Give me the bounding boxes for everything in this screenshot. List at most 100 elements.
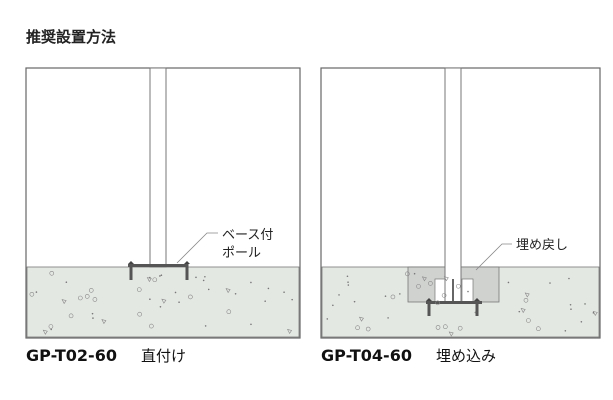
aggregate-speck bbox=[91, 312, 94, 315]
aggregate-speck bbox=[146, 277, 152, 283]
aggregate-speck bbox=[283, 291, 285, 293]
aggregate-speck bbox=[456, 283, 461, 289]
aggregate-speck bbox=[568, 277, 570, 280]
aggregate-speck bbox=[84, 294, 90, 299]
aggregate-speck bbox=[405, 271, 410, 277]
aggregate-speck bbox=[592, 312, 595, 314]
aggregate-speck bbox=[384, 295, 387, 297]
aggregate-speck bbox=[152, 277, 158, 283]
aggregate-speck bbox=[250, 281, 252, 284]
aggregate-speck bbox=[326, 318, 329, 320]
aggregate-speck bbox=[264, 300, 266, 302]
aggregate-speck bbox=[564, 329, 567, 332]
concrete-aggregate bbox=[29, 271, 598, 337]
model-number: GP-T04-60 bbox=[321, 346, 412, 365]
aggregate-speck bbox=[35, 291, 38, 293]
aggregate-speck bbox=[536, 326, 541, 332]
aggregate-speck bbox=[338, 294, 340, 296]
aggregate-speck bbox=[178, 301, 180, 304]
aggregate-speck bbox=[569, 303, 572, 306]
anchor-bolt bbox=[184, 261, 190, 280]
base-plate bbox=[128, 264, 188, 267]
aggregate-speck bbox=[149, 323, 154, 329]
aggregate-speck bbox=[355, 325, 360, 331]
aggregate-speck bbox=[92, 317, 94, 319]
aggregate-speck bbox=[347, 284, 350, 286]
aggregate-speck bbox=[136, 287, 142, 292]
aggregate-speck bbox=[234, 293, 237, 295]
anchor-bolt bbox=[426, 298, 432, 316]
aggregate-speck bbox=[457, 325, 463, 331]
ground bbox=[26, 266, 300, 338]
aggregate-speck bbox=[88, 288, 94, 293]
aggregate-speck bbox=[347, 281, 349, 283]
callout-leader bbox=[176, 232, 218, 264]
model-number: GP-T02-60 bbox=[26, 346, 117, 365]
aggregate-speck bbox=[226, 309, 232, 314]
aggregate-speck bbox=[202, 279, 205, 282]
diagram-embedded: 埋め戻し bbox=[320, 67, 601, 339]
aggregate-speck bbox=[287, 329, 293, 335]
aggregate-speck bbox=[570, 308, 572, 310]
caption-embedded: GP-T04-60 埋め込み bbox=[321, 345, 496, 366]
aggregate-speck bbox=[101, 319, 107, 325]
aggregate-speck bbox=[29, 292, 35, 297]
base-rib bbox=[434, 278, 447, 303]
aggregate-speck bbox=[161, 298, 167, 304]
aggregate-speck bbox=[250, 323, 252, 326]
aggregate-speck bbox=[204, 275, 206, 278]
aggregate-speck bbox=[159, 305, 162, 308]
aggregate-speck bbox=[48, 324, 54, 329]
aggregate-speck bbox=[584, 303, 586, 305]
aggregate-speck bbox=[207, 288, 210, 291]
aggregate-speck bbox=[421, 276, 427, 282]
page-title: 推奨設置方法 bbox=[26, 28, 117, 46]
aggregate-speck bbox=[332, 304, 334, 307]
aggregate-speck bbox=[526, 318, 531, 323]
aggregate-speck bbox=[390, 294, 396, 300]
aggregate-speck bbox=[399, 293, 401, 295]
aggregate-speck bbox=[291, 298, 293, 301]
aggregate-speck bbox=[225, 288, 231, 294]
aggregate-speck bbox=[358, 316, 364, 322]
aggregate-speck bbox=[441, 293, 447, 298]
aggregate-speck bbox=[78, 295, 83, 301]
aggregate-speck bbox=[507, 281, 510, 284]
aggregate-speck bbox=[518, 310, 521, 313]
aggregate-speck bbox=[467, 290, 469, 293]
aggregate-speck bbox=[443, 324, 448, 330]
aggregate-speck bbox=[149, 298, 151, 301]
aggregate-speck bbox=[365, 326, 371, 332]
anchor-bolt bbox=[128, 261, 134, 280]
aggregate-speck bbox=[50, 328, 52, 331]
aggregate-speck bbox=[49, 271, 55, 276]
install-method: 埋め込み bbox=[435, 347, 496, 365]
aggregate-speck bbox=[61, 299, 67, 305]
aggregate-speck bbox=[520, 308, 526, 314]
diagram-direct-mount: ベース付 ポール bbox=[25, 67, 301, 339]
callout-label: ポール bbox=[222, 246, 261, 261]
pole bbox=[444, 67, 462, 303]
aggregate-speck bbox=[195, 276, 197, 279]
aggregate-speck bbox=[435, 325, 441, 330]
aggregate-speck bbox=[42, 329, 48, 335]
aggregate-speck bbox=[353, 300, 356, 303]
base-rib bbox=[461, 278, 474, 303]
aggregate-speck bbox=[416, 284, 421, 289]
aggregate-speck bbox=[188, 294, 193, 300]
aggregate-speck bbox=[346, 275, 349, 278]
aggregate-speck bbox=[137, 311, 142, 317]
aggregate-speck bbox=[413, 272, 416, 275]
base-plate bbox=[426, 301, 482, 304]
aggregate-speck bbox=[65, 281, 68, 284]
aggregate-speck bbox=[524, 292, 530, 298]
aggregate-speck bbox=[174, 291, 177, 294]
aggregate-speck bbox=[523, 297, 529, 303]
callout-leader bbox=[475, 243, 512, 271]
aggregate-speck bbox=[592, 310, 598, 316]
aggregate-speck bbox=[68, 313, 74, 319]
aggregate-speck bbox=[474, 311, 477, 314]
aggregate-speck bbox=[448, 331, 454, 337]
aggregate-speck bbox=[160, 274, 163, 277]
